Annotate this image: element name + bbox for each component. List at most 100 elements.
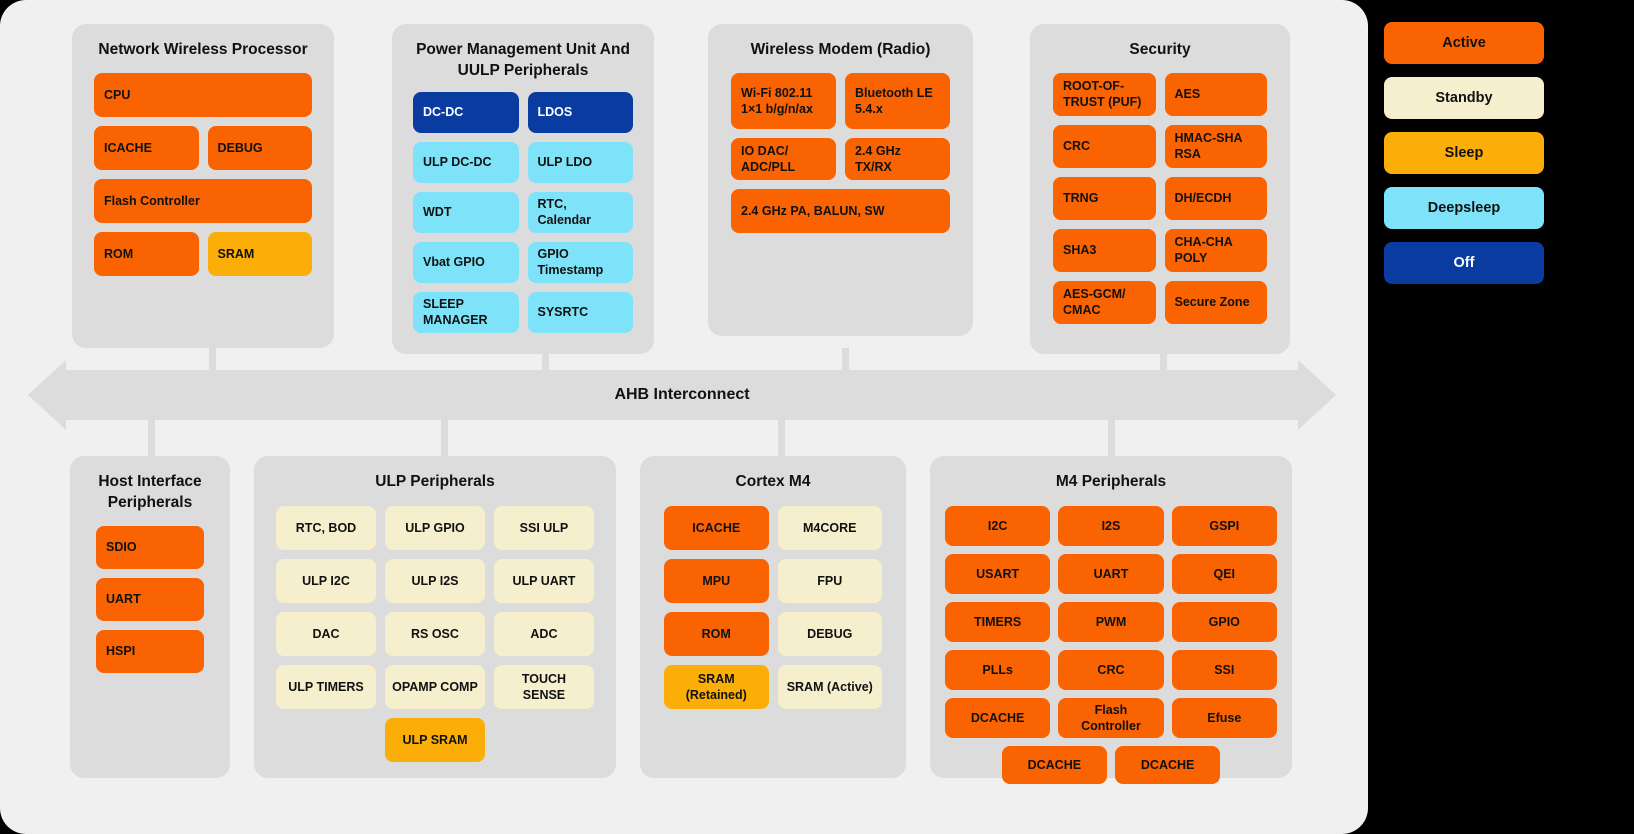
block-cell[interactable]: ROM [664,611,769,656]
block-cell[interactable]: ULP TIMERS [276,664,376,709]
block-cell[interactable]: 2.4 GHz TX/RX [845,137,950,180]
block-cell[interactable]: MPU [664,558,769,603]
block-cell-label: ROM [701,626,731,641]
block-cell[interactable]: DEBUG [207,125,312,170]
block-cell[interactable]: Wi-Fi 802.11 1×1 b/g/n/ax [731,72,836,129]
block-cell[interactable]: PWM [1058,601,1164,642]
block-cell[interactable]: DCACHE [945,697,1051,738]
block-cell[interactable]: SHA3 [1053,228,1156,272]
block-cell[interactable]: Bluetooth LE 5.4.x [845,72,950,129]
block-cell[interactable]: OPAMP COMP [384,664,485,709]
block-cell[interactable]: HMAC-SHA RSA [1164,124,1267,168]
block-cell-label: USART [976,566,1020,581]
legend-item-label: Sleep [1444,145,1484,161]
block-cell[interactable]: ULP SRAM [385,717,485,762]
block-cell[interactable]: GPIO [1171,601,1277,642]
block-cell[interactable]: ICACHE [94,125,199,170]
block-cell[interactable]: UART [96,577,204,621]
block-cell[interactable]: Secure Zone [1164,280,1267,324]
block-cell[interactable]: LDOS [527,91,633,133]
block-cell[interactable]: ROM [94,231,199,276]
block-cell[interactable]: ULP DC-DC [413,141,519,183]
block-cell[interactable]: SSI [1171,649,1277,690]
block-cell[interactable]: ULP GPIO [384,505,485,550]
group-title: Cortex M4 [735,473,811,490]
block-cell-label: TIMERS [974,614,1022,629]
block-cell[interactable]: UART [1058,553,1164,594]
block-cell[interactable]: DEBUG [777,611,882,656]
block-cell[interactable]: GPIO Timestamp [527,241,633,283]
block-cell[interactable]: TIMERS [945,601,1051,642]
block-cell[interactable]: QEI [1171,553,1277,594]
block-cell[interactable]: ADC [493,611,594,656]
block-cell-label: GPIO Timestamp [537,247,604,278]
block-cell[interactable]: ULP I2C [276,558,376,603]
block-cell[interactable]: SRAM (Retained) [664,664,769,709]
block-cell[interactable]: Efuse [1171,697,1277,738]
block-cell[interactable]: M4CORE [777,505,882,550]
legend-item-deepsleep[interactable]: Deepsleep [1384,187,1544,229]
legend-item-sleep[interactable]: Sleep [1384,132,1544,174]
block-cell[interactable]: ULP I2S [384,558,485,603]
legend-item-off[interactable]: Off [1384,242,1544,284]
block-cell-label: DCACHE [970,710,1025,725]
block-cell-label: ULP TIMERS [288,679,364,694]
block-cell[interactable]: ULP LDO [527,141,633,183]
block-cell-label: PWM [1095,614,1127,629]
block-cell[interactable]: Vbat GPIO [413,241,519,283]
block-cell[interactable]: ICACHE [664,505,769,550]
block-cell[interactable]: ULP UART [493,558,594,603]
block-cell[interactable]: RS OSC [384,611,485,656]
block-cell-label: TOUCH SENSE [521,671,567,702]
block-cell-label: Bluetooth LE 5.4.x [855,85,933,116]
block-cell-label: SRAM (Retained) [685,671,747,702]
block-cell[interactable]: SDIO [96,525,204,569]
group-title: Wireless Modem (Radio) [750,41,931,58]
block-cell[interactable]: WDT [413,191,519,233]
block-cell[interactable]: TOUCH SENSE [493,664,594,709]
cell-grid-extra: ULP SRAM [254,709,616,762]
block-cell[interactable]: DH/ECDH [1164,176,1267,220]
block-cell[interactable]: CPU [94,72,312,117]
block-cell[interactable]: FPU [777,558,882,603]
block-cell[interactable]: TRNG [1053,176,1156,220]
block-cell[interactable]: DC-DC [413,91,519,133]
block-cell[interactable]: CRC [1053,124,1156,168]
group-title: Network Wireless Processor [98,41,308,58]
block-cell[interactable]: SLEEP MANAGER [413,291,519,333]
block-cell[interactable]: AES-GCM/ CMAC [1053,280,1156,324]
block-cell[interactable]: HSPI [96,629,204,673]
block-cell[interactable]: RTC, Calendar [527,191,633,233]
block-cell[interactable]: DCACHE [1001,745,1107,784]
block-cell[interactable]: USART [945,553,1051,594]
block-cell-label: DC-DC [423,105,464,120]
block-cell[interactable]: I2S [1058,505,1164,546]
block-cell[interactable]: IO DAC/ ADC/PLL [731,137,836,180]
block-cell-label: LDOS [537,105,573,120]
block-cell[interactable]: I2C [945,505,1051,546]
block-cell[interactable]: PLLs [945,649,1051,690]
block-cell[interactable]: SRAM [207,231,312,276]
block-cell[interactable]: GSPI [1171,505,1277,546]
block-cell[interactable]: Flash Controller [1058,697,1164,738]
block-cell[interactable]: AES [1164,72,1267,116]
block-cell[interactable]: ROOT-OF-TRUST (PUF) [1053,72,1156,116]
connector-bus-to-m4 [778,418,785,460]
legend-item-active[interactable]: Active [1384,22,1544,64]
block-cell[interactable]: RTC, BOD [276,505,376,550]
block-cell[interactable]: SSI ULP [493,505,594,550]
block-cell[interactable]: CRC [1058,649,1164,690]
block-cell[interactable]: Flash Controller [94,178,312,223]
block-cell[interactable]: 2.4 GHz PA, BALUN, SW [731,188,950,233]
legend-item-standby[interactable]: Standby [1384,77,1544,119]
block-cell[interactable]: SYSRTC [527,291,633,333]
block-cell[interactable]: CHA-CHA POLY [1164,228,1267,272]
block-cell[interactable]: DCACHE [1115,745,1221,784]
block-cell-label: DEBUG [807,626,853,641]
block-cell[interactable]: DAC [276,611,376,656]
block-cell[interactable]: SRAM (Active) [777,664,882,709]
